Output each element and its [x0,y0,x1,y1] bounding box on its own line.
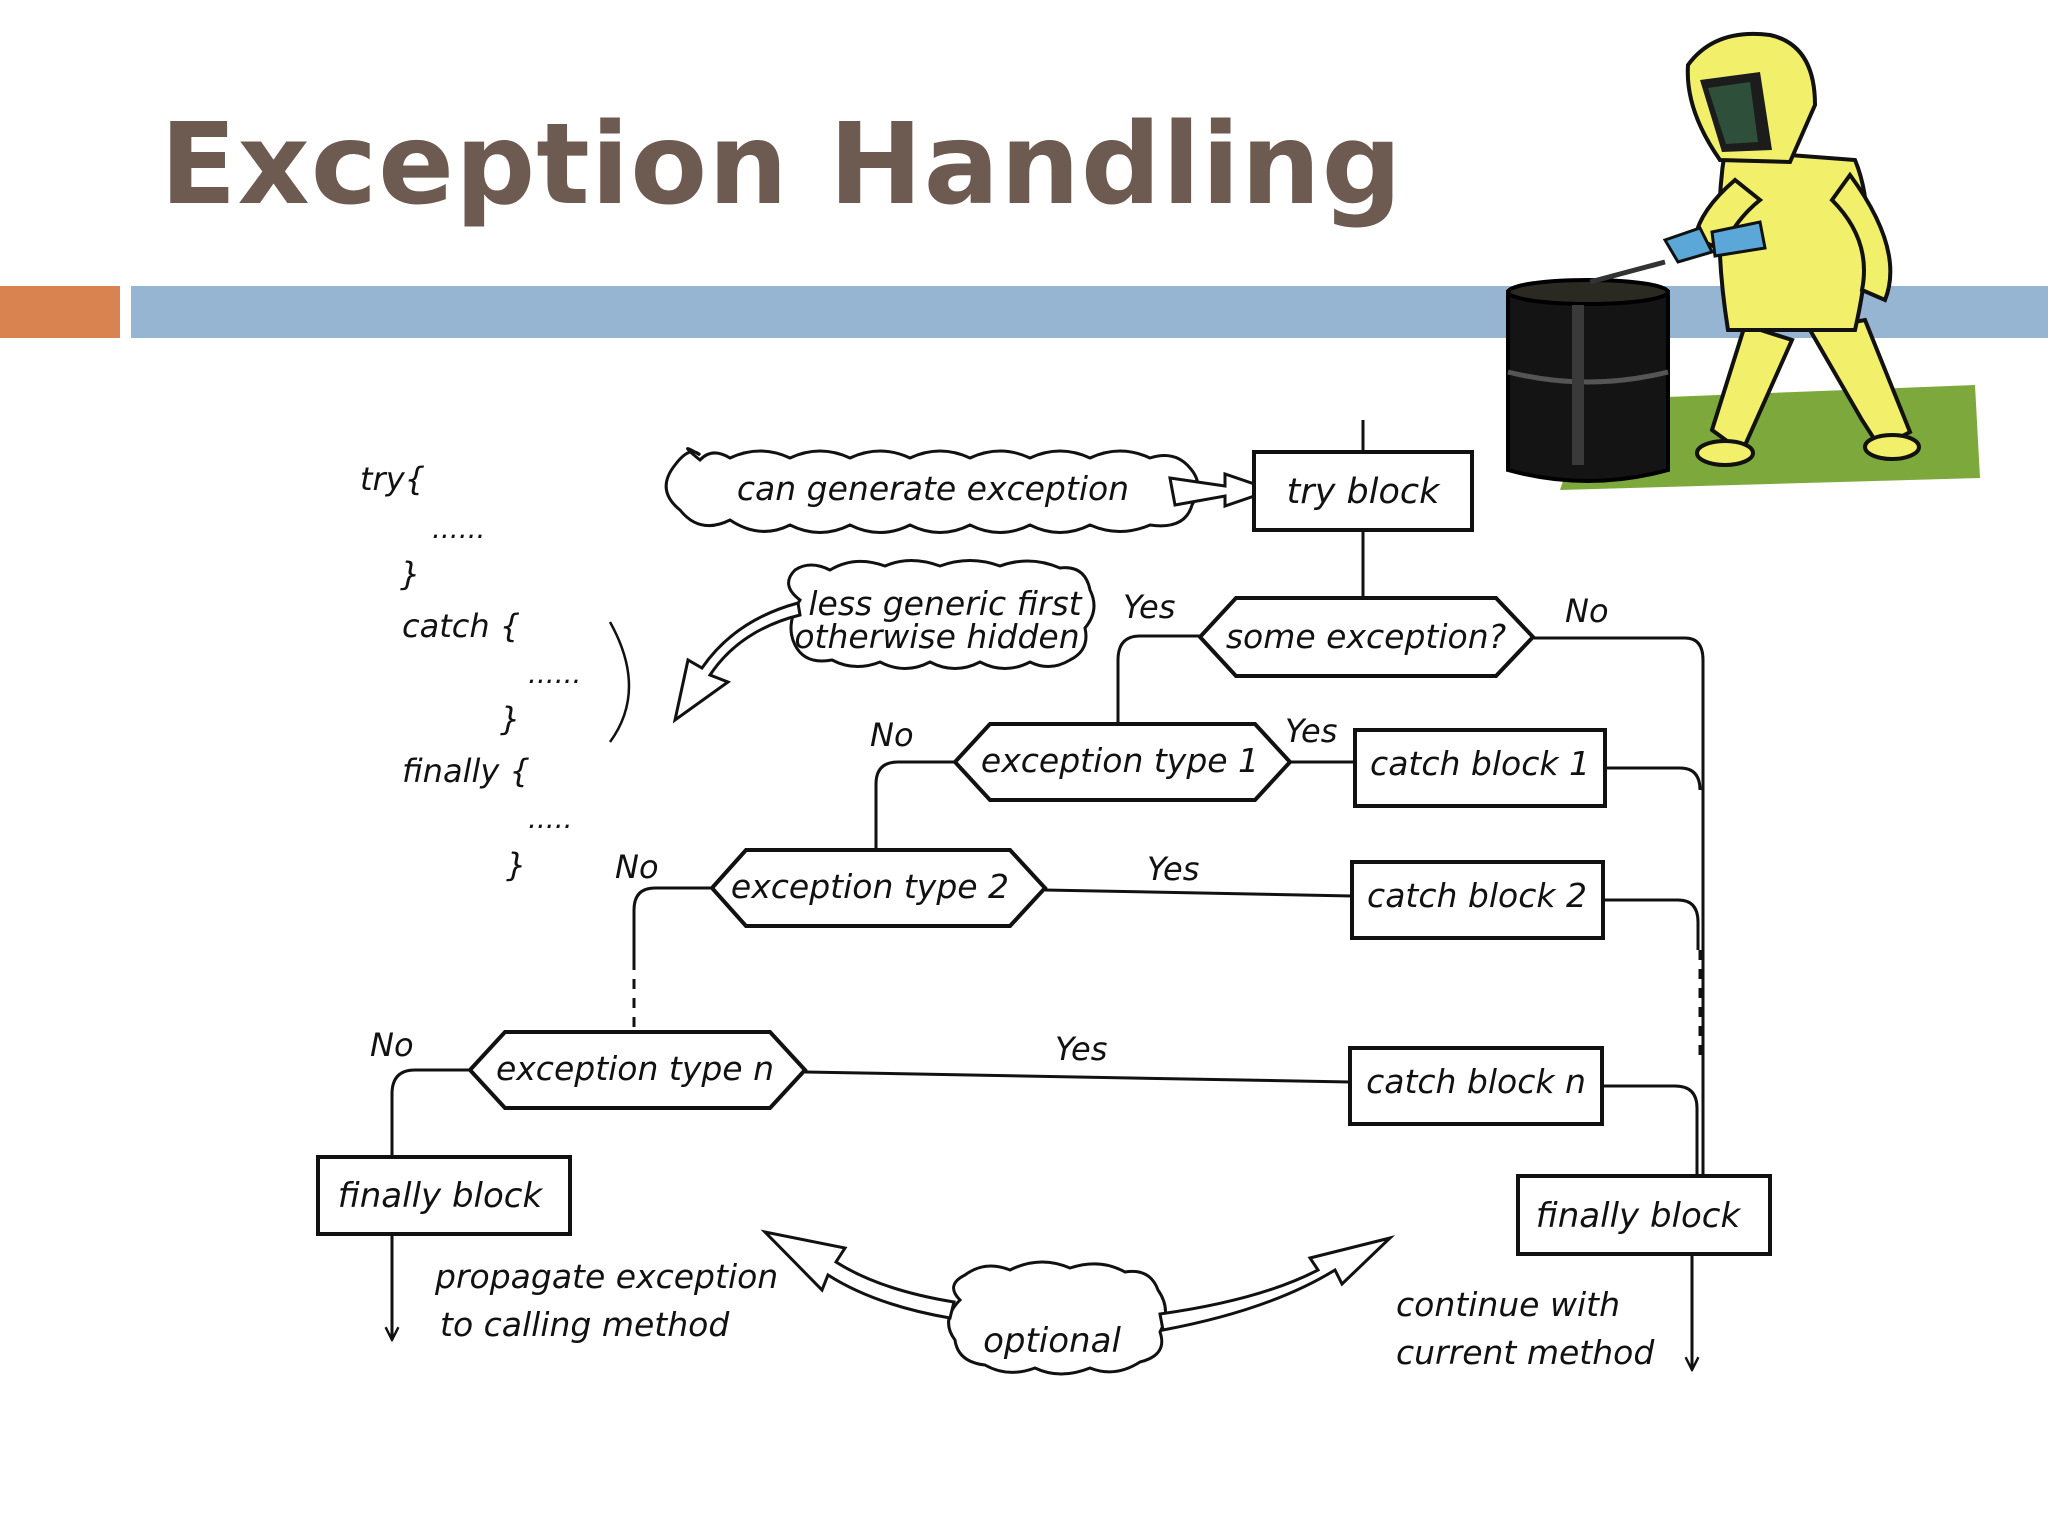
decision-type-1-label: exception type 1 [981,741,1259,780]
cloud-less-generic [787,559,1096,670]
code-finally-body: ..... [528,802,573,835]
decision-some-exception-label: some exception? [1226,617,1506,656]
decision-exception-type-2 [709,848,1048,928]
catch-block-2 [1350,860,1605,940]
note-continue-line2: current method [1396,1333,1655,1372]
cloud-generic-line1: less generic first [808,584,1082,623]
label-no-type-1: No [870,716,914,754]
arrow-to-try-block [1168,471,1277,509]
curved-arrow-generic [672,601,802,724]
catch-brace-curve [608,621,631,743]
note-continue-line1: continue with [1396,1285,1620,1324]
label-no-type-n: No [370,1026,414,1064]
label-yes-some-exception: Yes [1123,588,1175,626]
accent-bar-orange [0,286,120,338]
code-catch-close: } [500,700,520,738]
cloud-generate-exception [664,447,1200,534]
note-propagate-line1: propagate exception [434,1257,778,1296]
finally-block-right-label: finally block [1536,1196,1742,1236]
cloud-optional [947,1260,1167,1376]
finally-block-left [316,1155,572,1236]
decision-type-n-label: exception type n [496,1049,774,1088]
catch-block-n [1348,1046,1604,1126]
slide-title: Exception Handling [160,100,1403,230]
hazmat-worker-icon [1506,31,1980,490]
note-propagate-line2: to calling method [440,1305,730,1344]
connector-lines [392,420,1705,1370]
finally-block-right [1516,1174,1772,1256]
catch-block-1-label: catch block 1 [1370,744,1590,783]
decision-some-exception [1197,596,1536,678]
code-try: try{ [360,460,425,498]
label-no-type-2: No [615,848,659,886]
catch-block-2-label: catch block 2 [1367,876,1587,915]
code-snippet: try{ ...... } catch { ...... } finally {… [360,460,631,884]
try-block [1252,450,1474,532]
catch-block-n-label: catch block n [1366,1062,1586,1101]
cloud-generic-line2: otherwise hidden [794,617,1079,656]
cloud-optional-label: optional [983,1321,1121,1361]
catch-block-1 [1353,728,1607,808]
try-block-label: try block [1287,472,1442,512]
code-finally-close: } [506,846,526,884]
code-try-body: ...... [432,512,485,545]
decision-exception-type-1 [952,722,1293,802]
label-yes-type-n: Yes [1055,1030,1107,1068]
cloud-generate-label: can generate exception [737,469,1129,508]
finally-block-left-label: finally block [338,1176,544,1216]
decision-exception-type-n [467,1030,808,1110]
code-try-close: } [400,555,420,593]
curved-arrow-optional-right [1158,1235,1396,1332]
code-finally: finally { [402,752,530,790]
decision-type-2-label: exception type 2 [731,867,1009,906]
label-no-some-exception: No [1565,592,1609,630]
code-catch-body: ...... [528,657,581,690]
code-catch: catch { [402,607,520,645]
label-yes-type-1: Yes [1285,712,1337,750]
curved-arrow-optional-left [760,1229,956,1320]
label-yes-type-2: Yes [1147,850,1199,888]
